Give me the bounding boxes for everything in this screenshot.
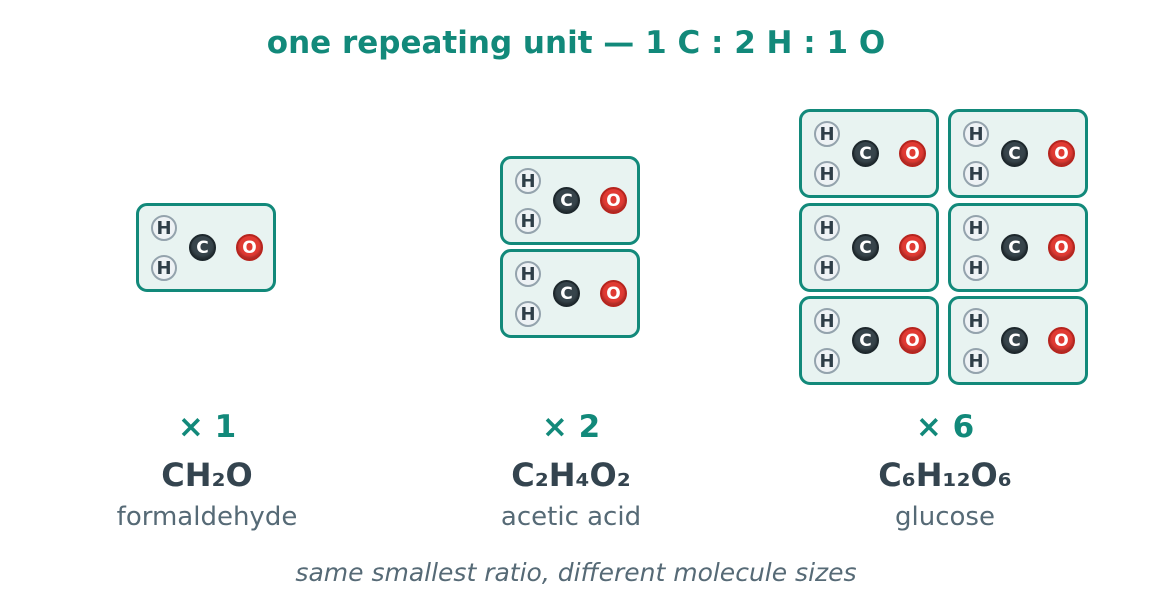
hydrogen-atom: H [814,161,840,187]
diagram-title: one repeating unit — 1 C : 2 H : 1 O [266,25,886,61]
hydrogen-atom: H [814,255,840,281]
oxygen-atom: O [899,327,926,354]
carbon-atom: C [1001,327,1028,354]
hydrogen-atom: H [151,255,177,281]
repeating-unit: H H C O [799,109,939,198]
hydrogen-atom: H [515,301,541,327]
hydrogen-atom: H [963,215,989,241]
carbon-atom: C [1001,234,1028,261]
oxygen-atom: O [236,234,263,261]
hydrogen-atom: H [814,308,840,334]
carbon-atom: C [553,187,580,214]
hydrogen-atom: H [515,261,541,287]
oxygen-atom: O [899,234,926,261]
oxygen-atom: O [1048,234,1075,261]
repeating-unit: H H C O [948,203,1088,292]
oxygen-atom: O [600,187,627,214]
carbon-atom: C [553,280,580,307]
repeating-unit: H H C O [948,296,1088,385]
carbon-atom: C [1001,140,1028,167]
hydrogen-atom: H [515,208,541,234]
repeating-unit: H H C O [500,249,640,338]
hydrogen-atom: H [963,348,989,374]
hydrogen-atom: H [814,348,840,374]
multiplier-label: × 1 [177,409,237,445]
molecular-formula: C₂H₄O₂ [511,456,631,494]
repeating-unit: H H C O [500,156,640,245]
hydrogen-atom: H [814,121,840,147]
molecular-formula: C₆H₁₂O₆ [878,456,1012,494]
footer-caption: same smallest ratio, different molecule … [295,558,857,587]
hydrogen-atom: H [515,168,541,194]
oxygen-atom: O [1048,140,1075,167]
multiplier-label: × 6 [915,409,975,445]
hydrogen-atom: H [151,215,177,241]
repeating-unit: H H C O [948,109,1088,198]
carbon-atom: C [852,327,879,354]
hydrogen-atom: H [963,161,989,187]
oxygen-atom: O [1048,327,1075,354]
hydrogen-atom: H [814,215,840,241]
hydrogen-atom: H [963,308,989,334]
repeating-unit: H H C O [136,203,276,292]
hydrogen-atom: H [963,121,989,147]
molecule-name: formaldehyde [116,502,298,532]
molecule-name: acetic acid [500,502,642,532]
carbon-atom: C [852,140,879,167]
molecule-name: glucose [895,502,995,532]
molecular-formula: CH₂O [161,456,253,494]
oxygen-atom: O [899,140,926,167]
carbon-atom: C [852,234,879,261]
repeating-unit: H H C O [799,203,939,292]
oxygen-atom: O [600,280,627,307]
repeating-unit: H H C O [799,296,939,385]
hydrogen-atom: H [963,255,989,281]
carbon-atom: C [189,234,216,261]
multiplier-label: × 2 [541,409,601,445]
